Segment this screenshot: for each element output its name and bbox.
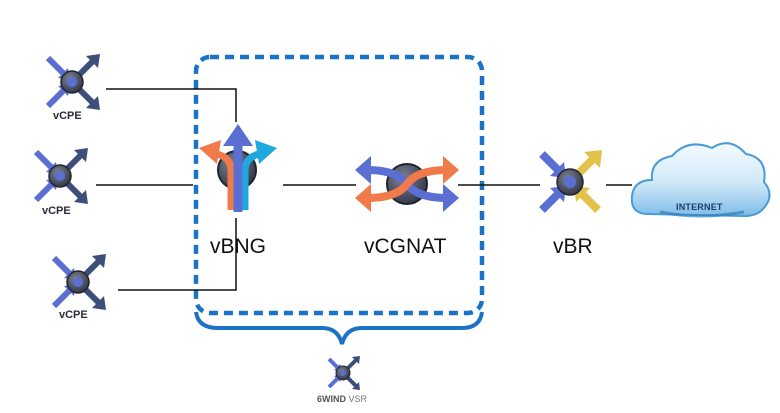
- vcgnat-icon: [355, 156, 459, 212]
- vsr-router-icon: [327, 356, 360, 390]
- vbr-icon: [539, 150, 602, 213]
- vbng-label: vBNG: [210, 235, 267, 258]
- vcpe-router-icon-3: [51, 254, 106, 310]
- vsr-caption: 6WIND VSR: [317, 394, 367, 404]
- vsr-brace: [194, 311, 484, 345]
- vbng-icon: [199, 124, 277, 212]
- vcpe-label-3: vCPE: [59, 309, 88, 321]
- vcpe-router-icon-1: [45, 54, 100, 110]
- link-vcpe1-vbng: [106, 88, 237, 122]
- internet-cloud-icon: [630, 142, 771, 218]
- vcpe-router-icon-2: [33, 148, 88, 204]
- vcpe-label-1: vCPE: [53, 110, 82, 122]
- link-vcpe3-vbng: [118, 218, 237, 291]
- internet-label: INTERNET: [676, 202, 723, 212]
- vsr-product: VSR: [348, 394, 368, 404]
- vcgnat-label: vCGNAT: [364, 235, 447, 258]
- vsr-brand: 6WIND: [317, 394, 346, 404]
- vcpe-label-2: vCPE: [42, 205, 71, 217]
- vbr-label: vBR: [553, 235, 593, 258]
- connection-lines: [96, 88, 632, 291]
